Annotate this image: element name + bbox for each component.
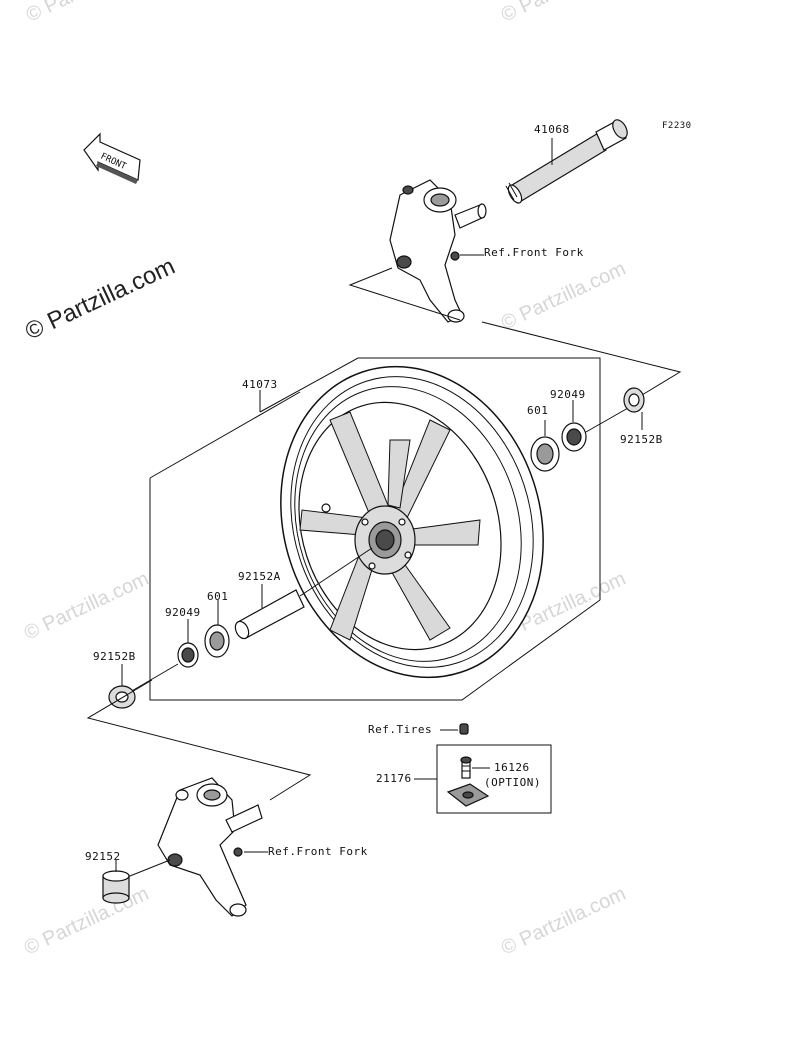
label-92049-right: 92049 — [550, 388, 586, 401]
bearing-601-right — [530, 436, 560, 472]
label-ref-fork-lower: Ref.Front Fork — [268, 845, 368, 858]
label-21176: 21176 — [376, 772, 412, 785]
seal-92049-left — [177, 642, 199, 668]
watermark-text: © Partzilla.com — [498, 883, 629, 960]
label-92049-left: 92049 — [165, 606, 201, 619]
label-41073: 41073 — [242, 378, 278, 391]
bearing-601-left — [204, 624, 230, 658]
label-92152: 92152 — [85, 850, 121, 863]
copyright-text: © Partzilla.com — [21, 253, 179, 346]
lower-fork-bracket — [157, 777, 263, 917]
spacer-92152A — [234, 589, 305, 640]
figure-code: F2230 — [662, 121, 692, 131]
label-ref-fork-upper: Ref.Front Fork — [484, 246, 584, 259]
upper-fork-bracket — [389, 179, 487, 323]
valve-cap-icon — [459, 723, 469, 735]
watermark-text: © Partzilla.com — [23, 0, 154, 27]
collar-92152B-right — [623, 387, 645, 413]
label-ref-tires: Ref.Tires — [368, 723, 432, 736]
watermark-text: © Partzilla.com — [498, 258, 629, 335]
label-92152B-right: 92152B — [620, 433, 663, 446]
label-601-left: 601 — [207, 590, 228, 603]
axle-41068 — [505, 119, 628, 204]
valve-bracket — [446, 783, 490, 807]
valve-16126 — [460, 756, 472, 779]
collar-92152 — [102, 870, 130, 904]
seal-92049-right — [561, 422, 587, 452]
label-41068: 41068 — [534, 123, 570, 136]
watermark-text: © Partzilla.com — [21, 883, 152, 960]
collar-92152B-left — [108, 685, 136, 709]
label-option: (OPTION) — [484, 776, 541, 789]
wheel-41073 — [280, 365, 544, 679]
label-92152B-left: 92152B — [93, 650, 136, 663]
label-601-right: 601 — [527, 404, 548, 417]
watermark-text: © Partzilla.com — [21, 568, 152, 645]
watermark-text: © Partzilla.com — [498, 0, 629, 27]
label-16126: 16126 — [494, 761, 530, 774]
label-92152A: 92152A — [238, 570, 281, 583]
front-arrow-icon: FRONT — [83, 132, 141, 184]
